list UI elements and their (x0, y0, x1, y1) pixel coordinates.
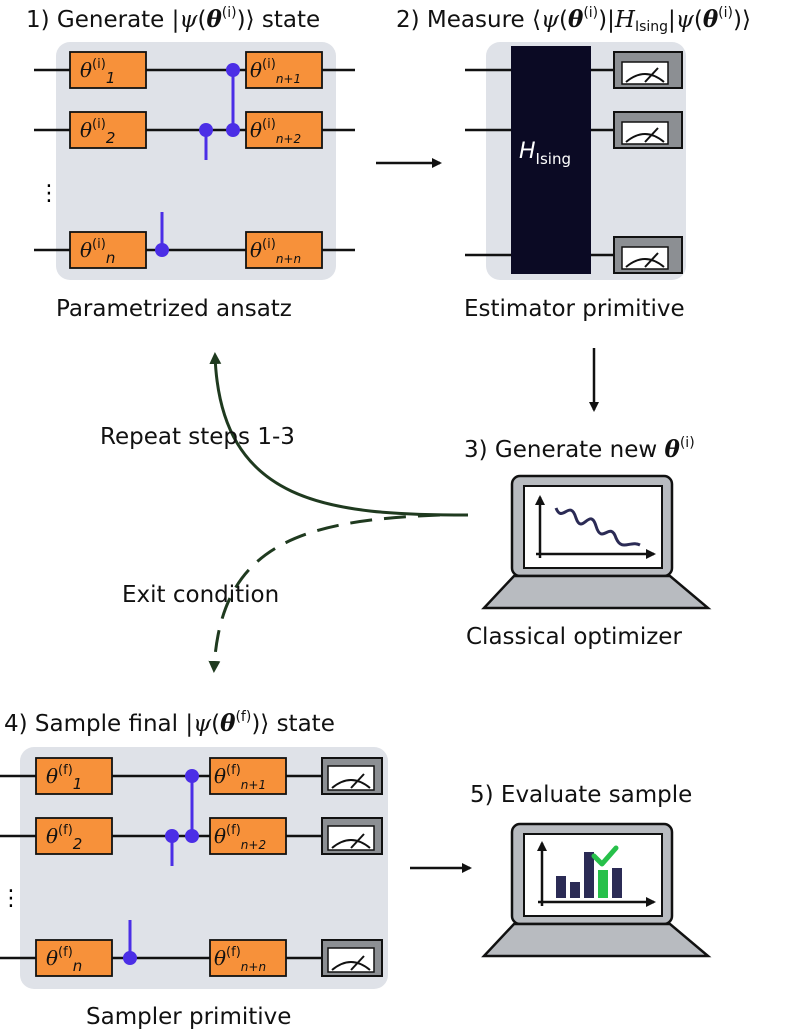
sampler-meters (321, 757, 383, 977)
eval-bar-2 (570, 882, 580, 898)
gate-i-n (69, 231, 147, 269)
sampler-panel (20, 747, 388, 989)
step5-title: 5) Evaluate sample (470, 782, 693, 808)
estimator-meters (613, 51, 683, 274)
step2-title: 2) Measure ⟨ψ(θ(i))|HIsing|ψ(θ(i))⟩ (396, 5, 751, 35)
gate-f-n2 (209, 817, 287, 855)
svg-text:θ(i)n+n: θ(i)n+n (250, 237, 301, 266)
sampler-gates (35, 757, 287, 977)
eval-bar-4 (598, 870, 608, 898)
optimizer-caption: Classical optimizer (466, 624, 682, 650)
gate-i-1 (69, 51, 147, 89)
step1-title: 1) Generate |ψ(θ(i))⟩ state (26, 5, 321, 33)
step3-title: 3) Generate new θ(i) (464, 435, 695, 463)
svg-text:θ(f)n+2: θ(f)n+2 (214, 823, 266, 852)
sampler-caption: Sampler primitive (86, 1004, 292, 1030)
svg-text:θ(f)n+n: θ(f)n+n (214, 945, 266, 974)
hamiltonian-label: HIsing (519, 139, 571, 168)
gate-f-nn (209, 939, 287, 977)
svg-text:θ(i)n+1: θ(i)n+1 (250, 57, 301, 86)
svg-text:θ(f)2: θ(f)2 (46, 823, 82, 853)
ansatz-ellipsis: ⋮ (38, 181, 60, 206)
optimizer-laptop (481, 474, 712, 610)
ansatz-gate-labels: θ(i)1 θ(i)2 θ(i)n θ(i)n+1 θ(i)n+2 θ(i)n+… (80, 57, 301, 267)
ansatz-controls (155, 63, 240, 257)
gate-f-1 (35, 757, 113, 795)
eval-bar-5 (612, 868, 622, 898)
checkmark-icon (591, 845, 619, 867)
ansatz-panel (56, 42, 336, 280)
exit-label: Exit condition (122, 582, 280, 608)
eval-bar-3 (584, 852, 594, 898)
svg-text:θ(i)n+2: θ(i)n+2 (250, 117, 301, 146)
gate-f-n1 (209, 757, 287, 795)
estimator-caption: Estimator primitive (464, 296, 685, 322)
hamiltonian-block (511, 46, 591, 274)
repeat-arrow (209, 352, 469, 517)
svg-text:θ(f)n+1: θ(f)n+1 (214, 763, 266, 792)
sampler-gate-labels: θ(f)1 θ(f)2 θ(f)n θ(f)n+1 θ(f)n+2 θ(f)n+… (46, 763, 266, 975)
gate-i-nn (245, 231, 323, 269)
gate-f-2 (35, 817, 113, 855)
ansatz-caption: Parametrized ansatz (56, 296, 292, 322)
svg-text:θ(f)n: θ(f)n (46, 945, 82, 975)
svg-text:θ(f)1: θ(f)1 (46, 763, 82, 793)
gate-f-n (35, 939, 113, 977)
sampler-controls (123, 769, 199, 965)
exit-arrow (208, 513, 441, 673)
svg-text:θ(i)1: θ(i)1 (80, 57, 115, 87)
repeat-label: Repeat steps 1-3 (100, 424, 295, 450)
gate-i-n1 (245, 51, 323, 89)
ansatz-gates (69, 51, 323, 269)
step4-title: 4) Sample final |ψ(θ(f))⟩ state (4, 709, 335, 737)
svg-text:θ(i)2: θ(i)2 (80, 117, 115, 147)
gate-i-n2 (245, 111, 323, 149)
optimizer-curve (554, 507, 641, 547)
svg-text:θ(i)n: θ(i)n (80, 237, 115, 267)
evaluate-laptop (481, 822, 712, 958)
eval-bar-1 (556, 876, 566, 898)
gate-i-2 (69, 111, 147, 149)
sampler-ellipsis: ⋮ (0, 886, 22, 911)
